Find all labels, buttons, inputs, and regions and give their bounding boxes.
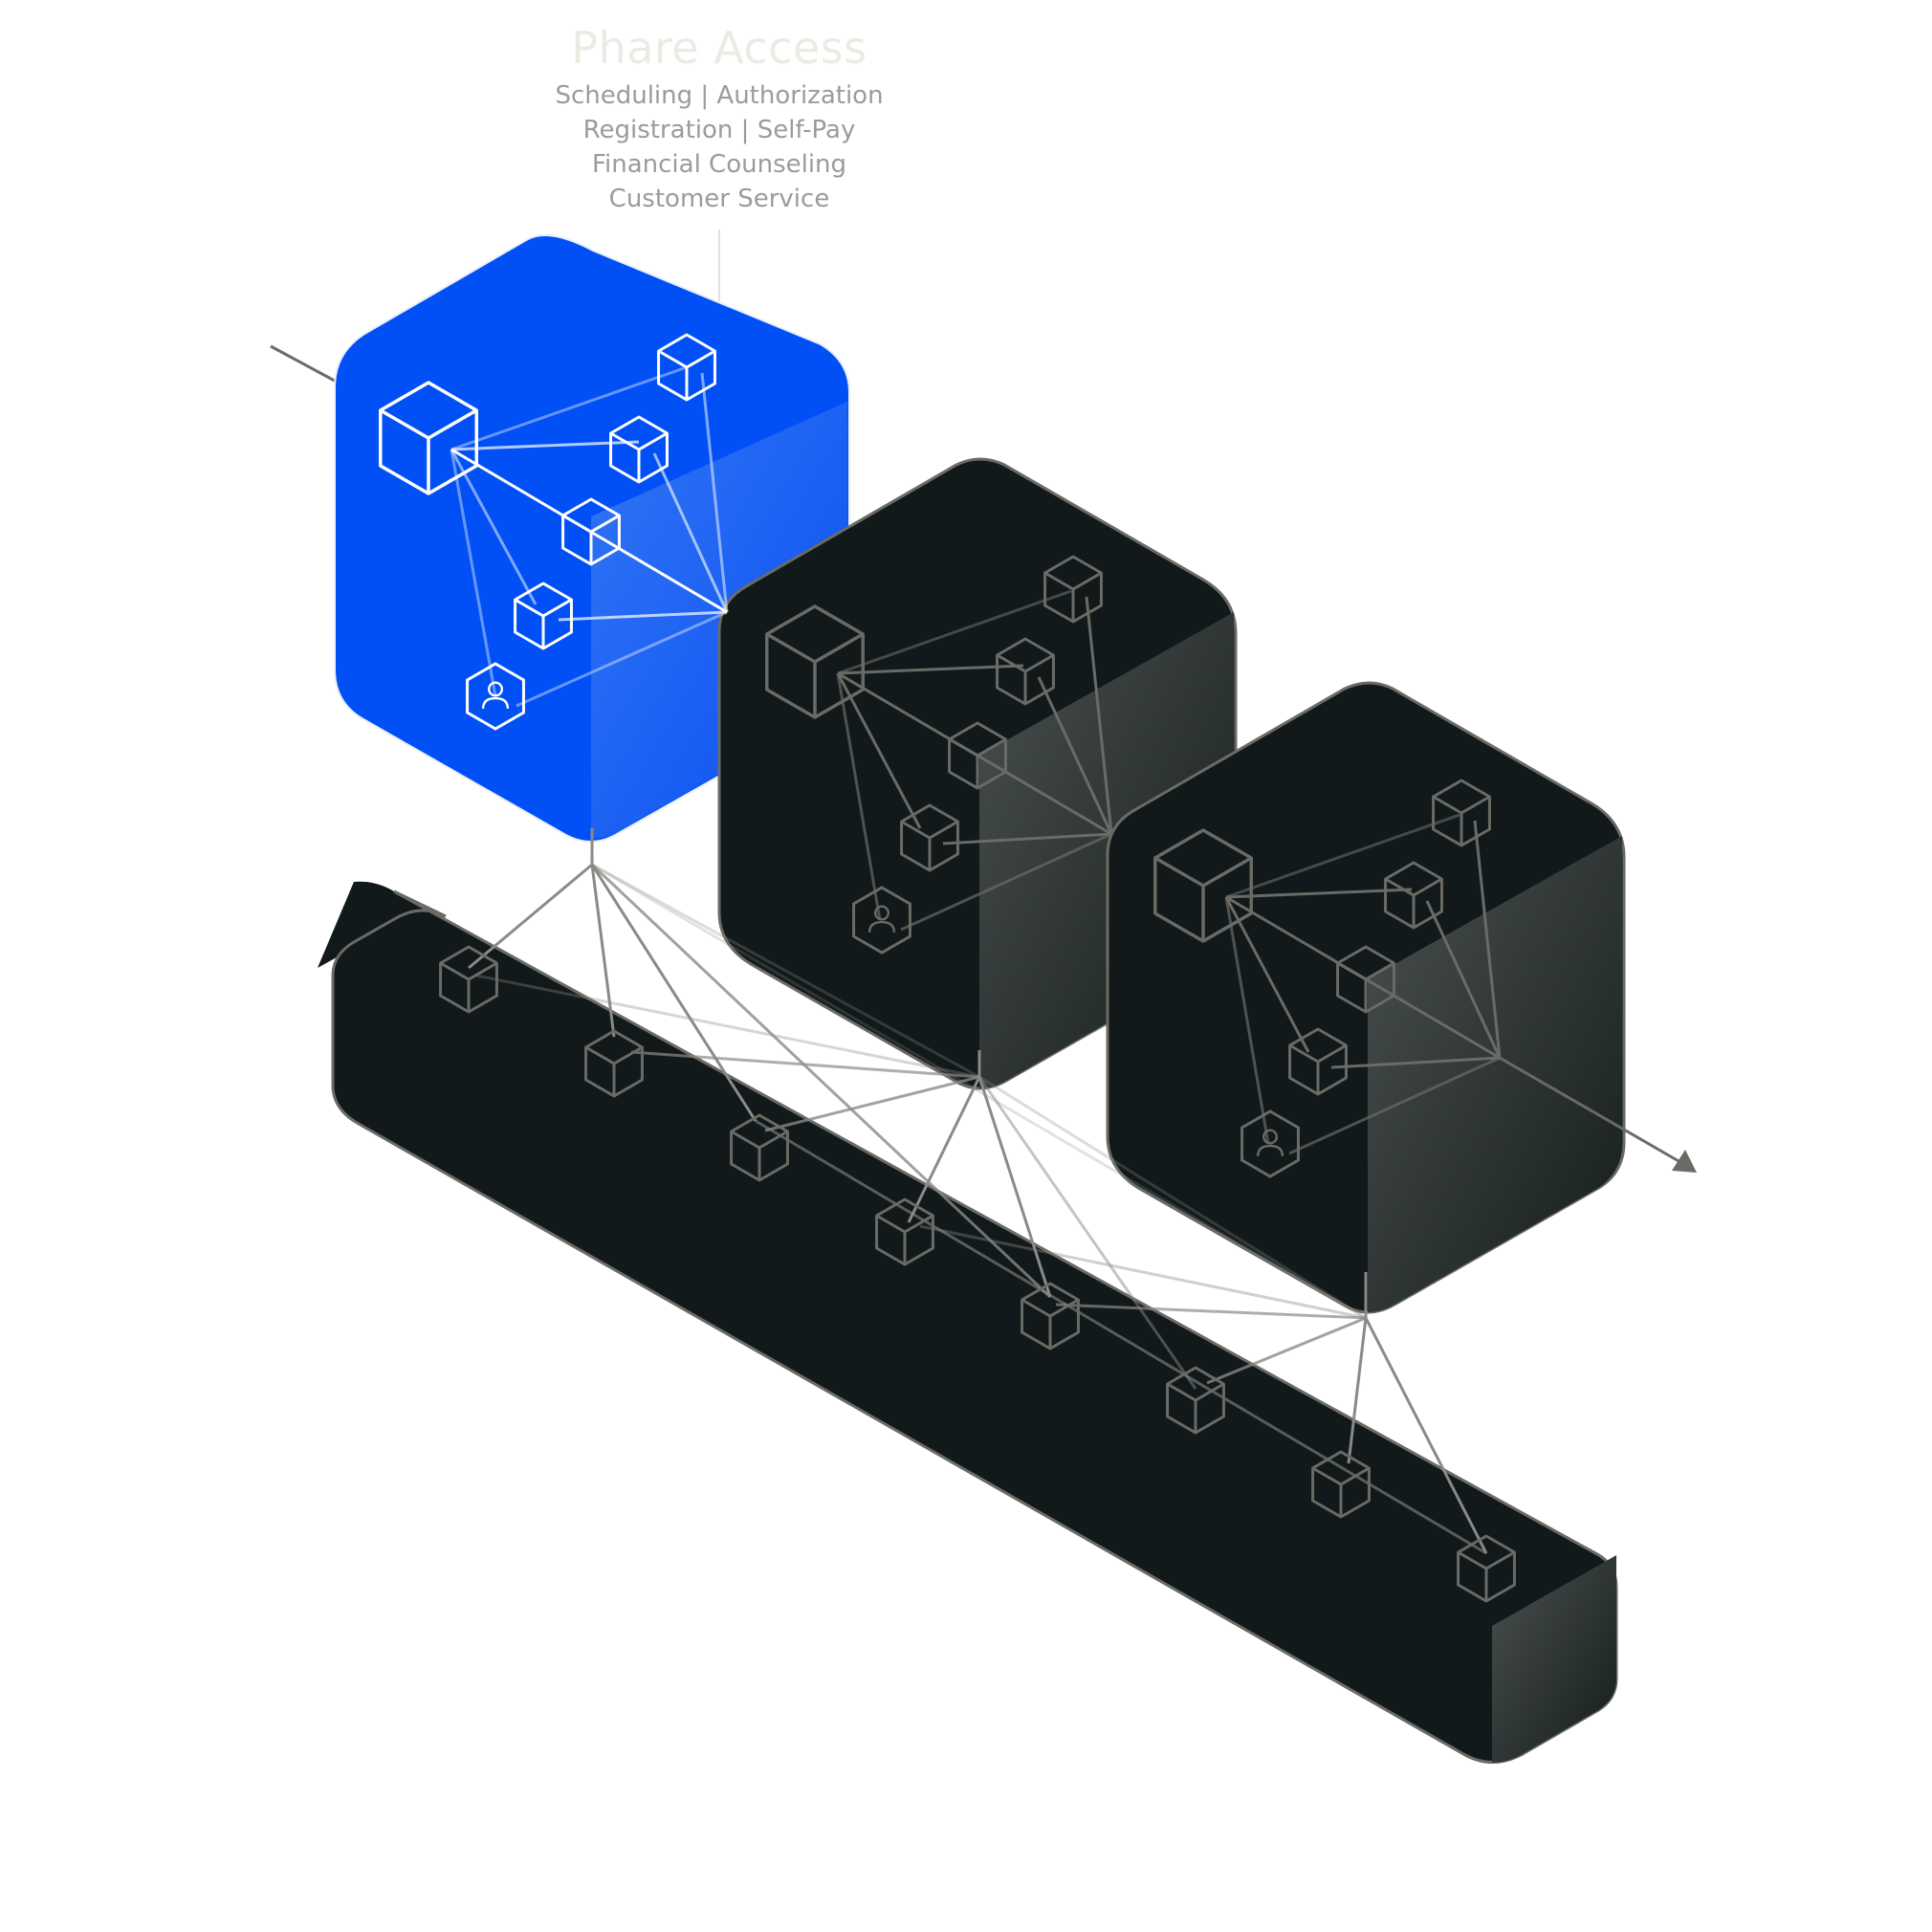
mesh-3-link bbox=[1225, 813, 1460, 899]
subtitle-line-2: Registration | Self-Pay bbox=[582, 116, 856, 144]
cube-icon bbox=[1153, 828, 1253, 943]
connector-line bbox=[977, 1076, 1052, 1298]
connector-line bbox=[590, 864, 757, 1122]
cube-icon bbox=[996, 637, 1055, 706]
cube-icon bbox=[1043, 555, 1103, 624]
mesh-3-link bbox=[1225, 888, 1413, 899]
connector-line bbox=[591, 863, 1367, 1320]
connector-line bbox=[468, 863, 593, 970]
cube-icon bbox=[1021, 1282, 1080, 1350]
connector-line bbox=[1206, 1316, 1367, 1385]
cube-icon bbox=[657, 333, 716, 402]
cube-icon bbox=[1384, 861, 1443, 930]
cube-icon bbox=[584, 1029, 644, 1098]
cube-icon bbox=[609, 415, 669, 484]
cube-icon bbox=[439, 945, 498, 1014]
cube-icon bbox=[900, 803, 959, 872]
diagram-header: Phare Access Scheduling | Authorization … bbox=[0, 17, 1438, 216]
dark-cube-3-mesh bbox=[1224, 813, 1502, 1155]
connector-line bbox=[978, 1075, 1367, 1320]
mesh-2-link bbox=[836, 672, 882, 921]
rail-connectors bbox=[468, 828, 1488, 1555]
dark-cube-3-right-face bbox=[1368, 836, 1622, 1312]
connector-line bbox=[1055, 1303, 1367, 1320]
mesh-2-link bbox=[1037, 676, 1113, 835]
mesh-1-link bbox=[450, 440, 640, 451]
rail-block bbox=[318, 881, 1618, 1764]
mesh-1-link bbox=[450, 365, 688, 451]
connector-line bbox=[1364, 1317, 1488, 1554]
subtitle-line-4: Customer Service bbox=[608, 185, 830, 213]
cube-icon bbox=[948, 721, 1007, 790]
mesh-3-link bbox=[1330, 1056, 1501, 1069]
cube-icon bbox=[1336, 945, 1395, 1014]
mesh-2-link bbox=[1085, 596, 1113, 835]
mesh-2-link bbox=[837, 589, 1072, 675]
mesh-2-link bbox=[942, 832, 1112, 845]
output-line bbox=[1499, 1056, 1686, 1167]
connector-line bbox=[475, 974, 980, 1079]
arrow-head-icon bbox=[1672, 1150, 1697, 1173]
mesh-1-link bbox=[558, 610, 728, 622]
cube-icon bbox=[1166, 1366, 1225, 1435]
mesh-3-link bbox=[1224, 896, 1270, 1145]
node-layer bbox=[379, 333, 1516, 1603]
user-hexagon-icon bbox=[852, 886, 911, 955]
cube-icon bbox=[379, 381, 478, 495]
cube-icon bbox=[1432, 779, 1491, 847]
user-hexagon-icon bbox=[1240, 1109, 1300, 1178]
mesh-2-link bbox=[900, 832, 1112, 932]
mesh-1-link bbox=[700, 372, 729, 613]
connector-line bbox=[919, 1224, 1367, 1320]
mesh-3-link bbox=[1473, 820, 1502, 1059]
connector-line bbox=[590, 863, 1052, 1299]
mesh-2-link bbox=[836, 672, 922, 829]
mesh-1-link bbox=[450, 449, 497, 697]
mesh-1-link bbox=[516, 610, 728, 708]
mesh-3-link bbox=[1224, 896, 1310, 1053]
user-hexagon-icon bbox=[466, 662, 525, 731]
rail-end-face bbox=[1492, 1555, 1616, 1763]
cube-icon bbox=[875, 1197, 934, 1266]
diagram-title: Phare Access bbox=[571, 22, 867, 74]
subtitle-line-3: Financial Counseling bbox=[591, 150, 847, 179]
cube-icon bbox=[1311, 1450, 1371, 1519]
mesh-1-link bbox=[450, 449, 538, 605]
cube-icon bbox=[730, 1113, 789, 1182]
cube-icon bbox=[1457, 1534, 1516, 1603]
cube-icon bbox=[765, 604, 865, 719]
connector-line bbox=[907, 1076, 981, 1223]
connector-line bbox=[764, 1075, 980, 1132]
subtitle-line-1: Scheduling | Authorization bbox=[555, 81, 884, 110]
connector-line bbox=[977, 1076, 1197, 1390]
mesh-2-link bbox=[837, 664, 1024, 675]
mesh-3-link bbox=[1288, 1056, 1501, 1155]
mesh-3-link bbox=[1425, 900, 1502, 1059]
connector-line bbox=[1347, 1317, 1368, 1464]
connector-line bbox=[630, 1050, 980, 1079]
mesh-1-link bbox=[652, 452, 729, 613]
connector-line bbox=[591, 863, 980, 1079]
cube-icon bbox=[514, 582, 573, 650]
connector-line bbox=[755, 1119, 1487, 1555]
cube-icon bbox=[1288, 1027, 1348, 1096]
connector-line bbox=[590, 864, 616, 1038]
cube-icon bbox=[561, 497, 621, 566]
